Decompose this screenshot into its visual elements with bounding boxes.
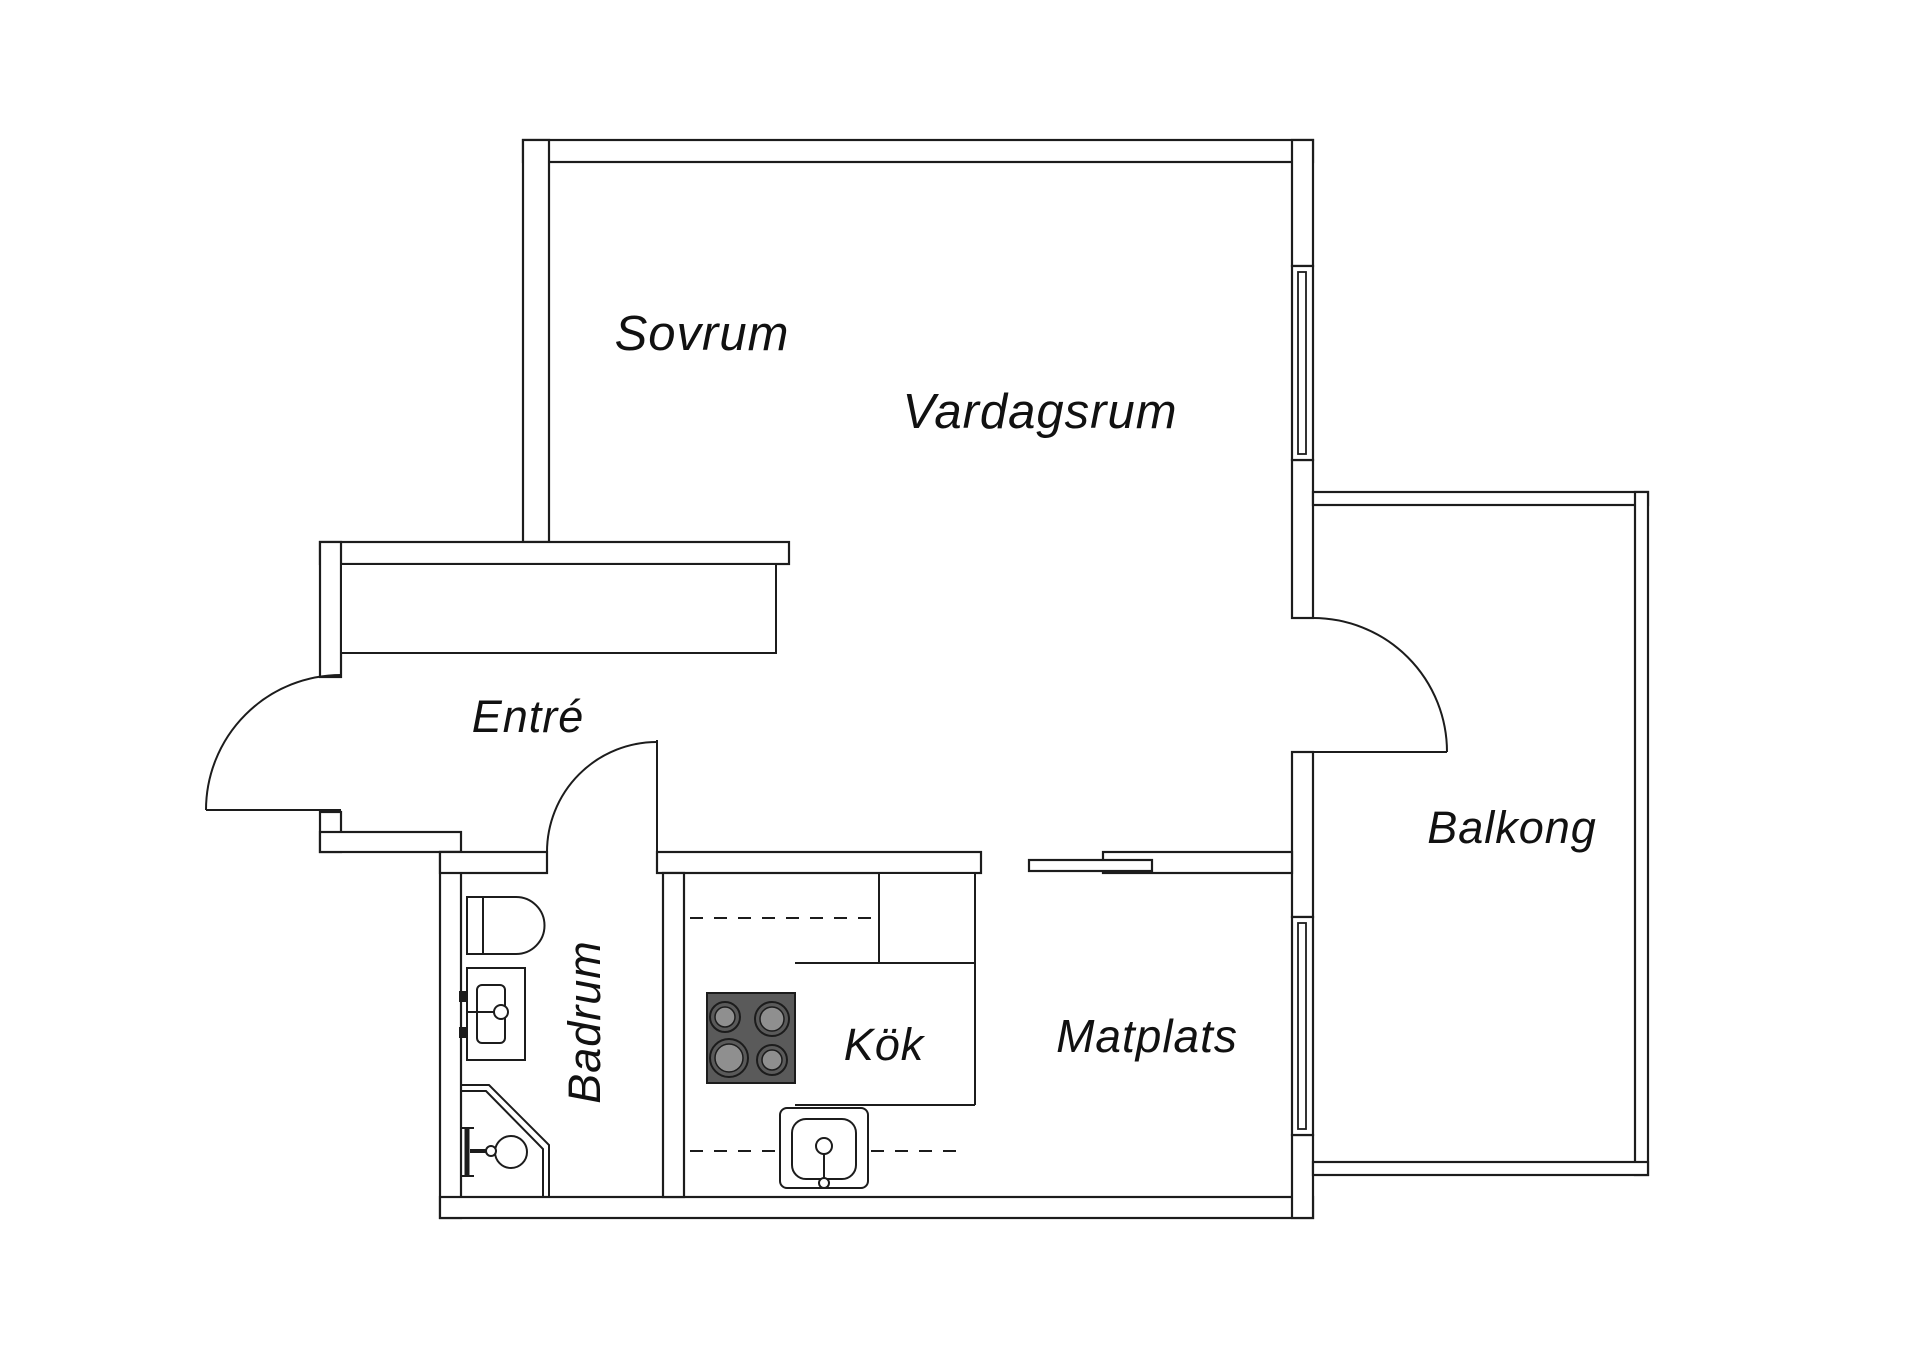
wall-entre-bottom [318, 830, 463, 854]
kitchen-cabinet [878, 872, 976, 964]
sink-faucet-tip [818, 1177, 830, 1189]
wall-kitchen-top [655, 850, 983, 875]
basin-tap-lower [459, 1027, 468, 1038]
balcony-door-arc [1312, 617, 1448, 753]
room-label-sovrum: Sovrum [615, 307, 790, 361]
basin-faucet-knob [493, 1004, 509, 1020]
room-label-badrum: Badrum [559, 940, 610, 1104]
toilet-body [466, 896, 546, 955]
wall-top [521, 138, 1315, 164]
room-label-kok: Kök [844, 1019, 926, 1070]
bathroom-door-arc [546, 741, 658, 853]
wall-bathroom-left [438, 850, 463, 1220]
basin-tap-upper [459, 991, 468, 1002]
entry-door-arc [205, 674, 342, 811]
wall-right-a [1290, 138, 1315, 268]
wall-entre-top [318, 540, 791, 566]
shower-glass-outer [461, 1084, 550, 1197]
sink-faucet-base [815, 1137, 833, 1155]
wall-balcony-right [1633, 490, 1650, 1177]
stove-burner-ring [709, 1038, 749, 1078]
wall-balcony-top [1311, 490, 1650, 507]
wall-bottom [438, 1195, 1315, 1220]
room-label-balkong: Balkong [1427, 802, 1597, 853]
pocket-door-panel [1027, 858, 1154, 873]
wall-right-d [1290, 1133, 1315, 1220]
wall-balcony-bottom [1311, 1160, 1650, 1177]
shower-glass-inner [461, 1090, 544, 1197]
stove-burner [714, 1043, 744, 1073]
room-label-entre: Entré [472, 691, 585, 742]
stove-burner [761, 1049, 783, 1071]
shower-head [494, 1135, 528, 1169]
wall-right-b [1290, 458, 1315, 620]
room-label-matplats: Matplats [1056, 1010, 1238, 1062]
stove-burner-ring [754, 1001, 790, 1037]
wall-bath-kitchen [661, 871, 686, 1199]
wall-right-c [1290, 750, 1315, 919]
stove-burner-ring [756, 1044, 788, 1076]
wall-bathroom-top [438, 850, 549, 875]
stove-burner-ring [709, 1001, 741, 1033]
room-label-vardagsrum: Vardagsrum [902, 385, 1177, 439]
shower-pipe-joint [485, 1145, 497, 1157]
wall-left-above-door [318, 540, 343, 679]
wall-left-upper [521, 138, 551, 544]
stove-burner [714, 1006, 736, 1028]
closet [340, 563, 777, 654]
stove-burner [759, 1006, 785, 1032]
window-lower-glass [1297, 922, 1307, 1130]
window-upper-glass [1297, 271, 1307, 455]
